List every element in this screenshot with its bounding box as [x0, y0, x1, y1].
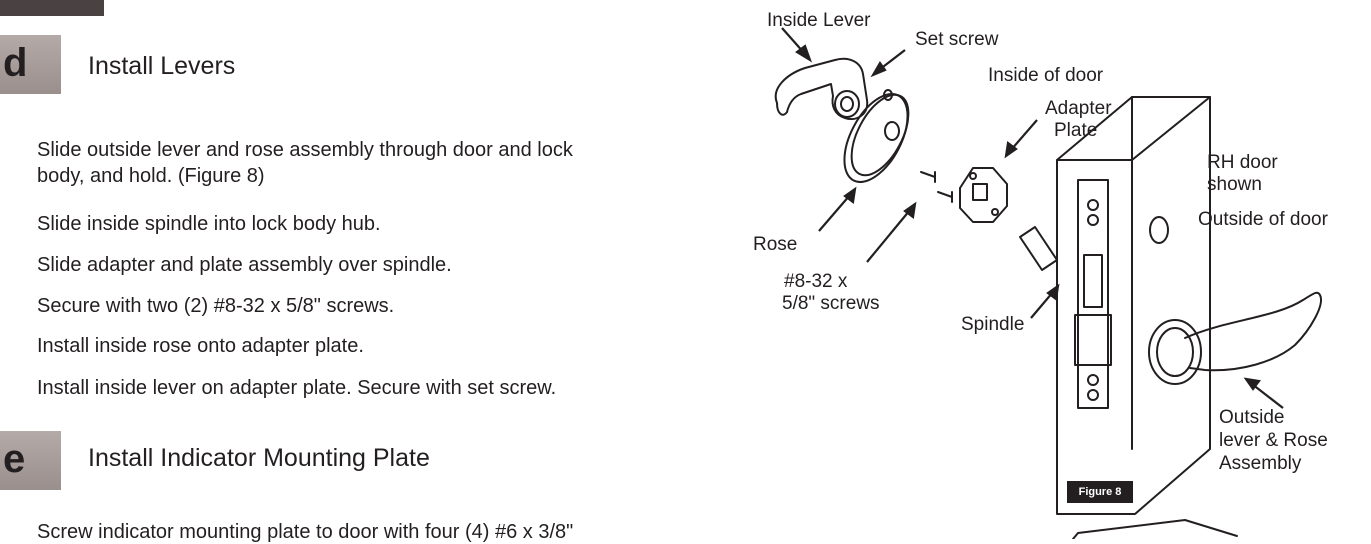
- figure-caption-badge: Figure 8: [1067, 481, 1133, 503]
- label-spindle: Spindle: [961, 314, 1025, 335]
- step-badge-e: e: [0, 431, 61, 490]
- screw-shape: [937, 191, 953, 203]
- instruction-line: Install inside lever on adapter plate. S…: [37, 377, 557, 399]
- label-inside-of-door: Inside of door: [988, 65, 1104, 86]
- label-adapter: Adapter: [1045, 98, 1112, 119]
- label-outside-of-door: Outside of door: [1198, 209, 1328, 230]
- instruction-line: Install inside rose onto adapter plate.: [37, 335, 364, 357]
- instruction-line: Slide adapter and plate assembly over sp…: [37, 254, 452, 276]
- figure-8-diagram: Inside Lever Set screw Inside of door Ad…: [735, 0, 1371, 539]
- inside-lever-shape: [774, 57, 869, 120]
- instruction-line: Secure with two (2) #8-32 x 5/8" screws.: [37, 295, 395, 317]
- instruction-line: body, and hold. (Figure 8): [37, 165, 265, 187]
- label-lever-rose: lever & Rose: [1219, 430, 1328, 451]
- section-title-install-indicator: Install Indicator Mounting Plate: [88, 444, 430, 472]
- outside-rose-shape: [1148, 319, 1202, 385]
- label-shown: shown: [1207, 174, 1262, 195]
- spindle-shape: [1019, 226, 1058, 271]
- instruction-line: Screw indicator mounting plate to door w…: [37, 521, 574, 543]
- lock-exploded-view: [774, 27, 1322, 539]
- label-rh-door: RH door: [1207, 152, 1278, 173]
- label-assembly: Assembly: [1219, 453, 1302, 474]
- instruction-line: Slide outside lever and rose assembly th…: [37, 139, 573, 161]
- label-screws-line1: #8-32 x: [784, 271, 848, 292]
- label-rose: Rose: [753, 234, 798, 255]
- step-badge-d: d: [0, 35, 61, 94]
- label-inside-lever: Inside Lever: [767, 10, 871, 31]
- page-corner-tab: [0, 0, 104, 16]
- instruction-line: Slide inside spindle into lock body hub.: [37, 213, 381, 235]
- label-outside: Outside: [1219, 407, 1285, 428]
- section-title-install-levers: Install Levers: [88, 52, 236, 80]
- label-screws-line2: 5/8" screws: [782, 293, 880, 314]
- rose-shape: [843, 93, 909, 183]
- label-plate: Plate: [1054, 120, 1098, 141]
- adapter-plate-shape: [959, 167, 1008, 223]
- screw-shape: [920, 171, 936, 183]
- outside-lever-shape: [1184, 291, 1322, 372]
- label-set-screw: Set screw: [915, 29, 999, 50]
